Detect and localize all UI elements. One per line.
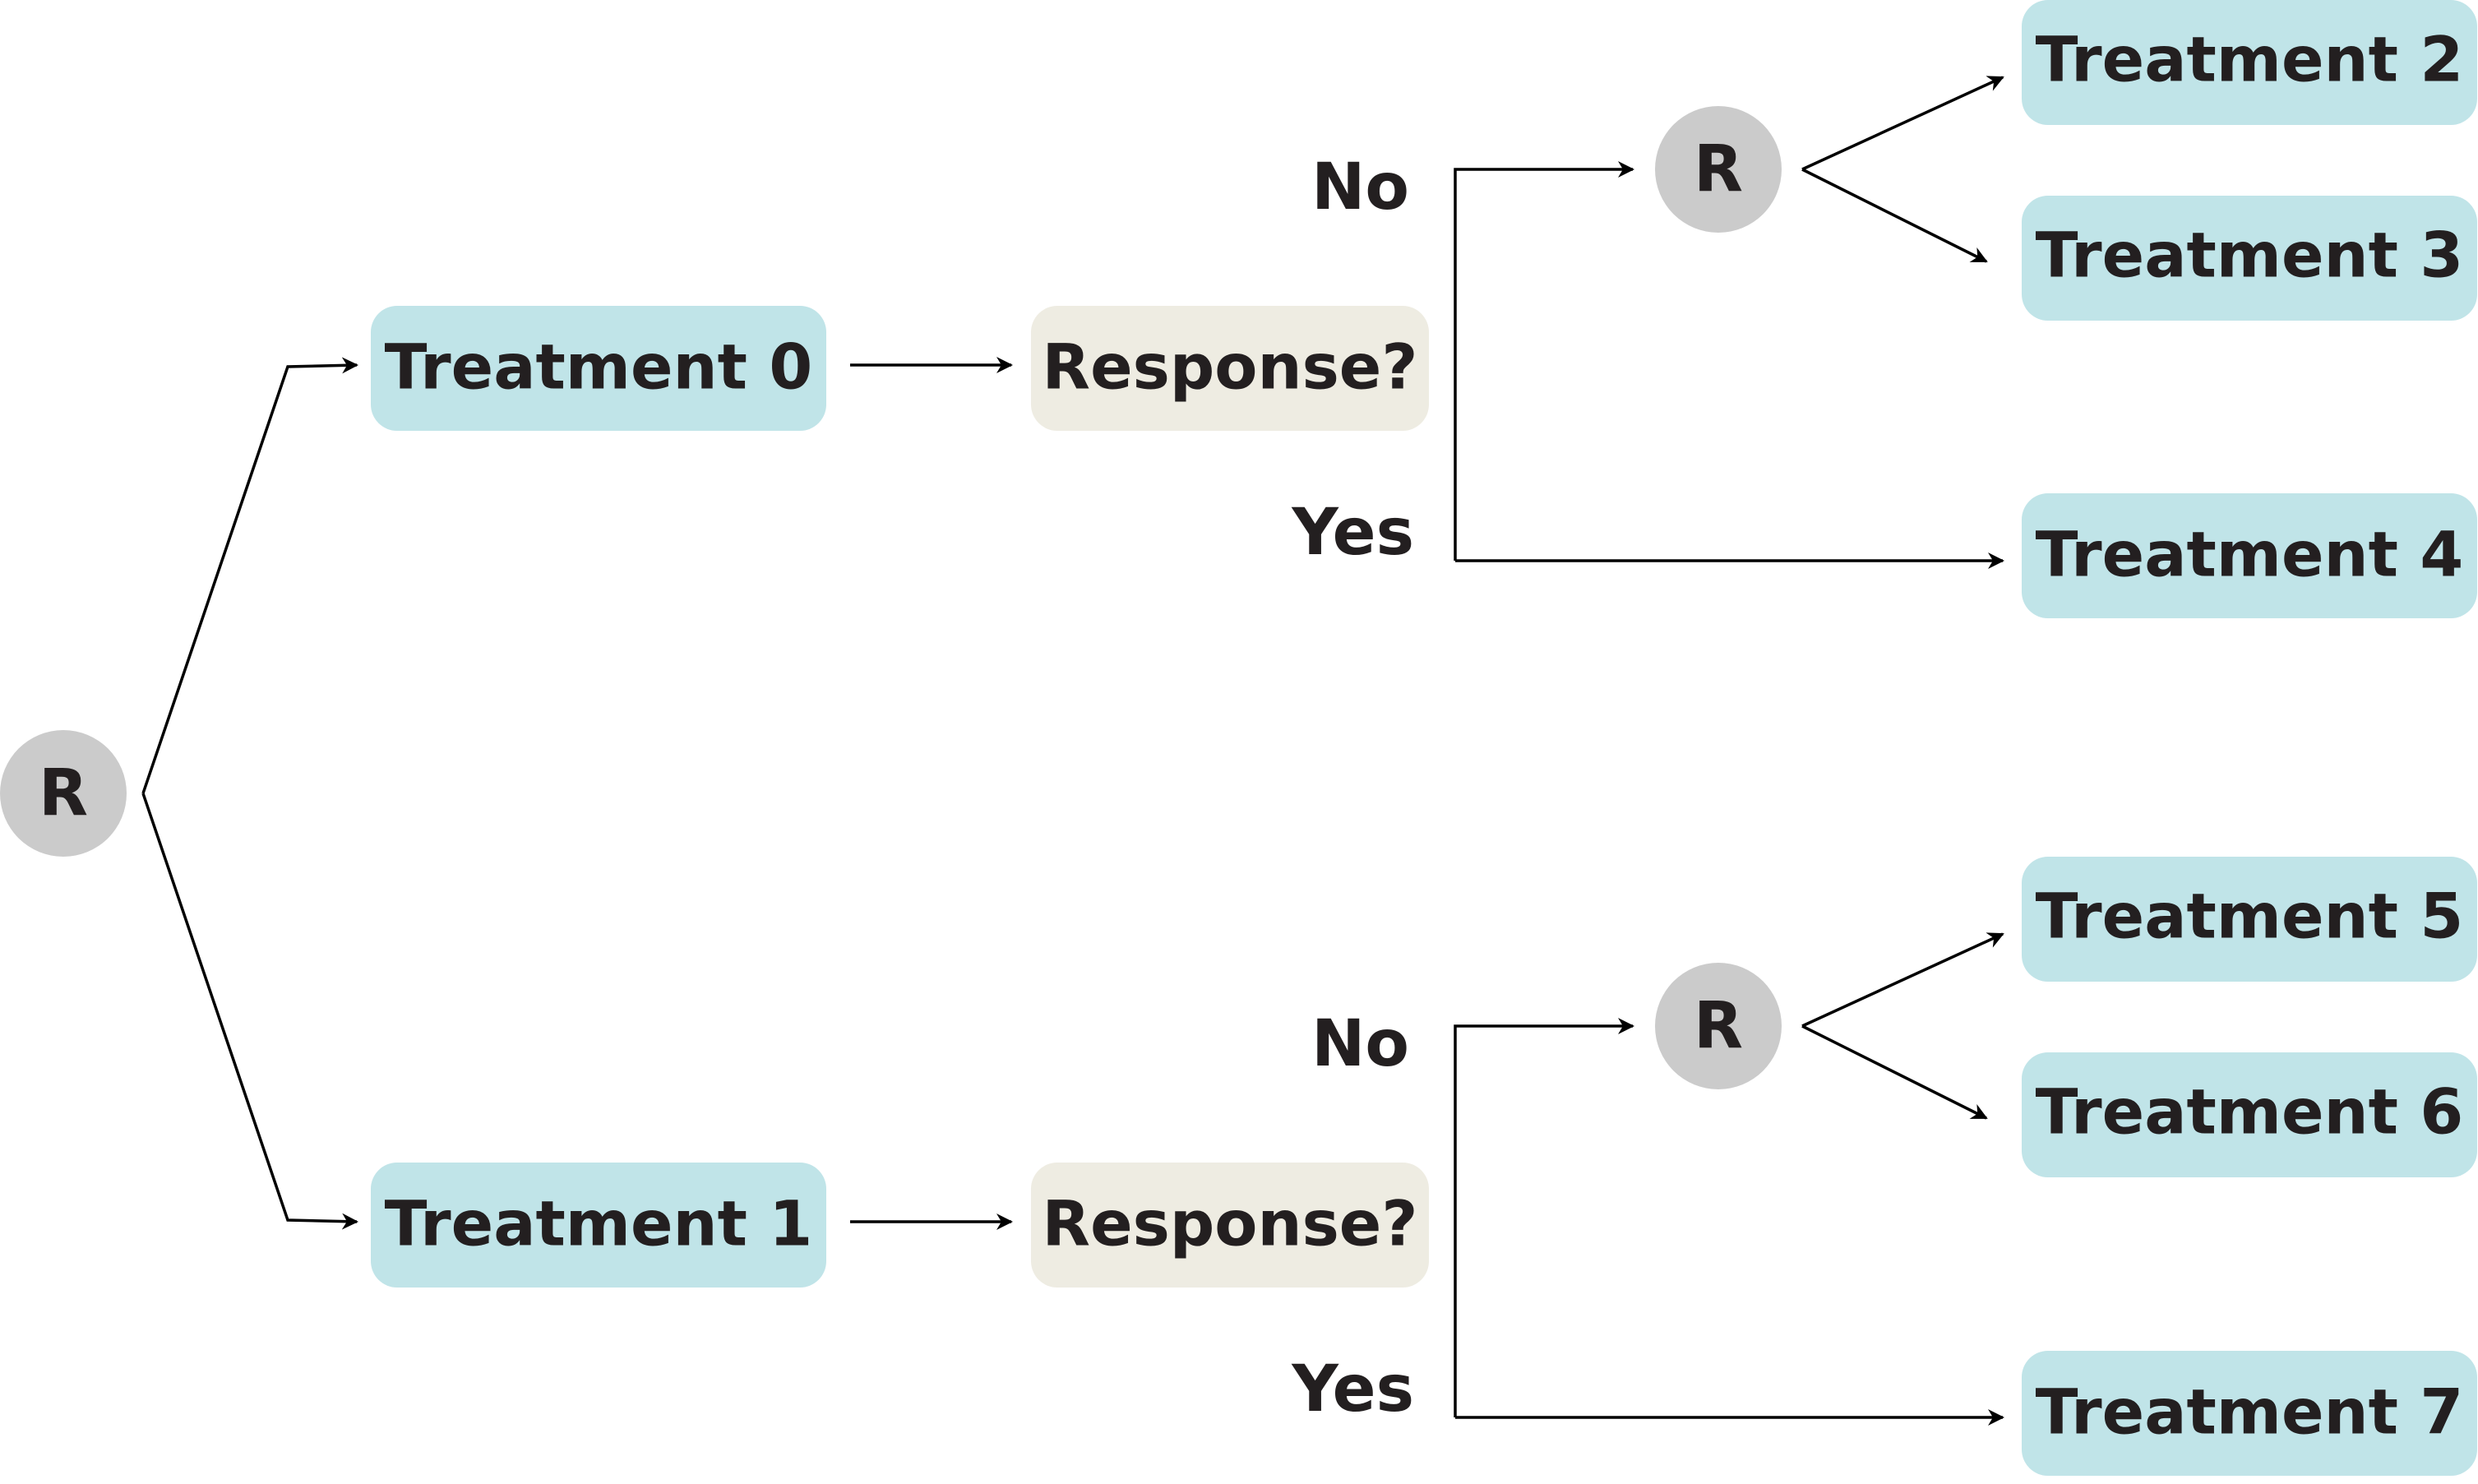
edge-root-to-treatment-1 — [141, 793, 358, 1230]
treatment-5-label: Treatment 5 — [2036, 880, 2464, 953]
edge-root-to-treatment-0 — [141, 357, 358, 794]
treatment-2-label: Treatment 2 — [2036, 23, 2464, 96]
treatment-7-node: Treatment 7 — [2022, 1351, 2477, 1476]
edge-bottom-no-to-r — [1454, 1018, 1634, 1417]
edge-r-bottom-to-treatment-5 — [1801, 932, 2004, 1028]
treatment-6-label: Treatment 6 — [2036, 1075, 2464, 1149]
r-bottom-label: R — [1694, 989, 1743, 1063]
r-top-label: R — [1694, 132, 1743, 206]
r-bottom-node: R — [1655, 963, 1782, 1089]
treatment-4-node: Treatment 4 — [2022, 493, 2477, 618]
edge-r-bottom-to-treatment-6 — [1801, 1024, 1988, 1120]
treatment-1-label: Treatment 1 — [385, 1187, 813, 1260]
treatment-0-label: Treatment 0 — [385, 331, 813, 404]
treatment-1-node: Treatment 1 — [371, 1163, 826, 1288]
response-top-node: Response? — [1031, 306, 1429, 431]
treatment-3-label: Treatment 3 — [2036, 219, 2464, 292]
treatment-2-node: Treatment 2 — [2022, 0, 2477, 125]
r-root-node: R — [0, 730, 127, 857]
r-root-label: R — [39, 756, 88, 830]
branch-label-top-no: No — [1311, 150, 1409, 224]
edge-r-top-to-treatment-2 — [1801, 76, 2004, 171]
edges — [141, 76, 2004, 1426]
branch-label-top-yes: Yes — [1291, 496, 1414, 570]
r-top-node: R — [1655, 106, 1782, 233]
treatment-4-label: Treatment 4 — [2036, 518, 2464, 591]
edge-r-top-to-treatment-3 — [1801, 168, 1988, 263]
treatment-3-node: Treatment 3 — [2022, 196, 2477, 321]
treatment-0-node: Treatment 0 — [371, 306, 826, 431]
branch-label-bottom-no: No — [1311, 1007, 1409, 1081]
edge-top-no-to-r — [1454, 161, 1634, 561]
treatment-7-label: Treatment 7 — [2036, 1375, 2464, 1449]
treatment-6-node: Treatment 6 — [2022, 1052, 2477, 1177]
branch-label-bottom-yes: Yes — [1291, 1352, 1414, 1426]
treatment-5-node: Treatment 5 — [2022, 857, 2477, 982]
response-bottom-label: Response? — [1043, 1187, 1418, 1260]
response-bottom-node: Response? — [1031, 1163, 1429, 1288]
response-top-label: Response? — [1043, 331, 1418, 404]
